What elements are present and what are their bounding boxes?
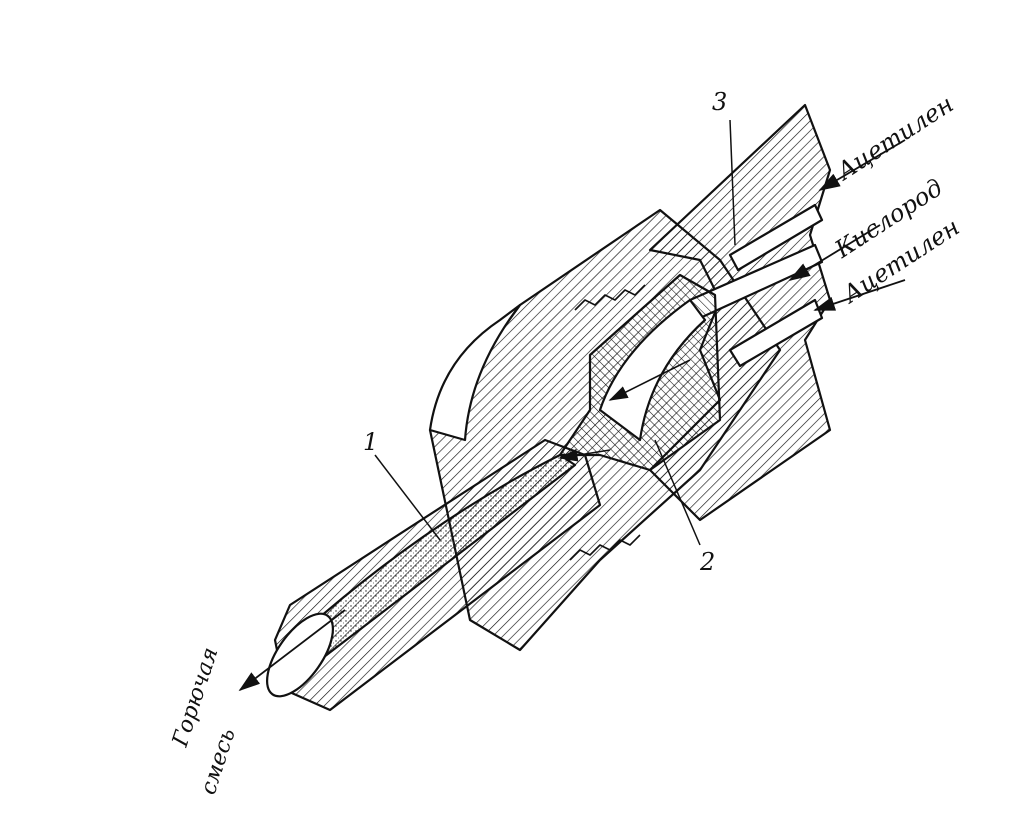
arrow-acetylene-top <box>818 139 906 191</box>
callout-3: 3 <box>712 88 728 116</box>
mixture-bore <box>303 453 577 662</box>
acetylene-channel-lower <box>728 298 824 368</box>
leader-3 <box>729 119 736 246</box>
thread-upper <box>574 284 646 311</box>
arrow-internal-flow <box>608 359 691 401</box>
arrow-oxygen <box>788 224 881 281</box>
callout-1: 1 <box>363 428 379 456</box>
arrow-into-tube <box>558 448 611 462</box>
arrow-acetylene-bottom <box>813 279 906 311</box>
tube-tip-opening <box>265 612 335 698</box>
leader-1 <box>374 454 441 541</box>
callout-2: 2 <box>700 548 716 576</box>
arrow-outlet <box>238 609 346 692</box>
thread-lower <box>569 534 641 561</box>
acetylene-channel-upper <box>728 203 824 272</box>
nut-face <box>428 303 522 442</box>
leader-2 <box>654 439 701 546</box>
mixing-chamber <box>598 298 707 442</box>
